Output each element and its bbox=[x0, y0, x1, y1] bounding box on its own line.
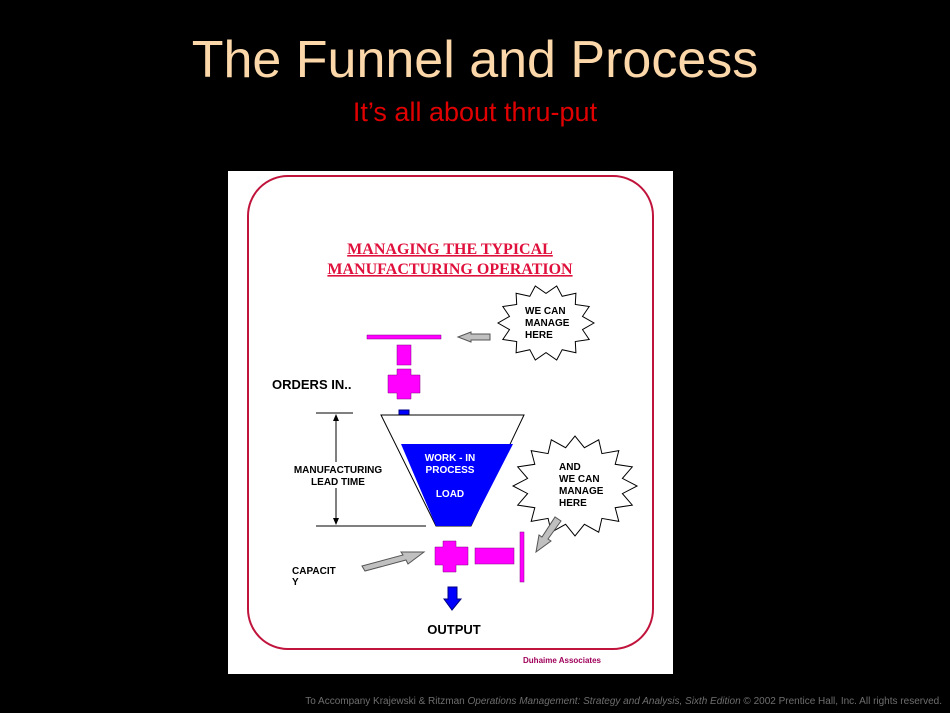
heading-line2: MANUFACTURING OPERATION bbox=[327, 261, 573, 278]
credit: Duhaime Associates bbox=[523, 656, 602, 665]
burst-arrow-icon bbox=[535, 516, 562, 554]
cross-shape-top bbox=[387, 368, 421, 400]
starburst-2 bbox=[511, 435, 639, 537]
output-gate bbox=[519, 531, 525, 583]
wip-fill bbox=[401, 444, 513, 526]
arrow-left-icon bbox=[456, 331, 491, 343]
starburst-1 bbox=[496, 285, 596, 361]
cross-shape-capacity bbox=[434, 540, 469, 573]
footer: To Accompany Krajewski & Ritzman Operati… bbox=[305, 696, 942, 707]
capacity-arrow-icon bbox=[361, 551, 426, 572]
heading-line1: MANAGING THE TYPICAL bbox=[347, 241, 553, 258]
input-bar bbox=[366, 334, 442, 340]
diagram-panel: MANAGING THE TYPICAL MANUFACTURING OPERA… bbox=[228, 171, 673, 674]
process-block bbox=[474, 547, 515, 565]
slide-subtitle: It’s all about thru-put bbox=[352, 97, 598, 127]
orders-in-label: ORDERS IN.. bbox=[272, 377, 351, 392]
output-arrow-icon bbox=[443, 586, 463, 611]
rounded-border bbox=[247, 175, 654, 650]
output-label: OUTPUT bbox=[427, 622, 481, 637]
order-block bbox=[396, 344, 412, 366]
slide-title: The Funnel and Process bbox=[191, 31, 759, 89]
